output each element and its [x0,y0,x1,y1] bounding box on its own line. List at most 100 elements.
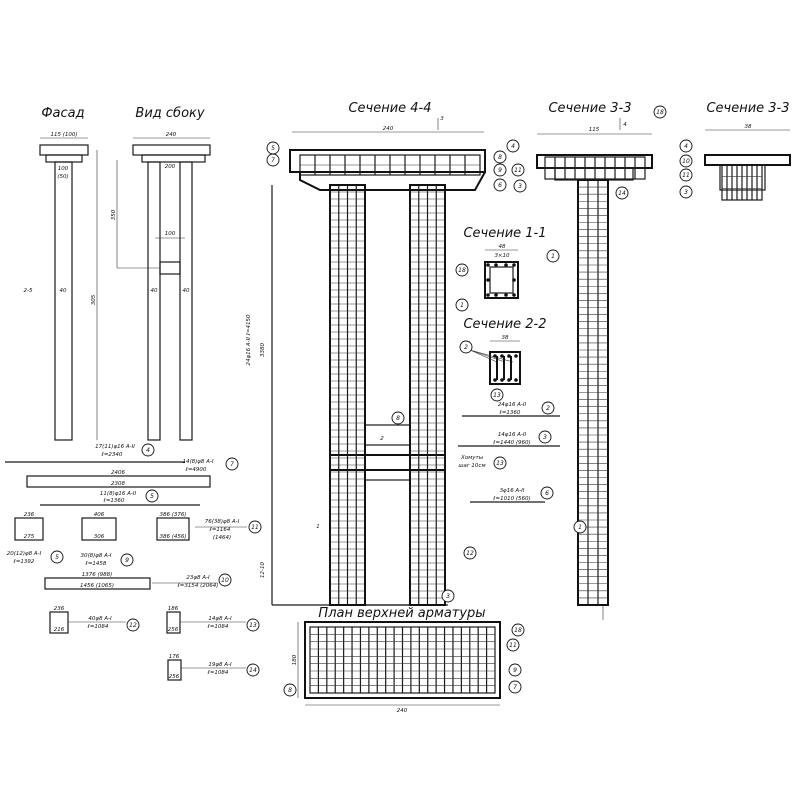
st12-bot-label: 216 [54,627,65,633]
position-marker: 8 [283,683,297,697]
marker-number: 8 [396,415,400,422]
marker-number: 14 [249,667,257,674]
marker-circle [541,401,555,415]
c5-a-label: 11(8)φ16 A-II [100,491,137,497]
position-marker: 9 [508,663,522,677]
c14-b-label: ℓ=1084 [207,670,229,676]
marker-circle [679,154,693,168]
facade-section-label: 2-5 [24,288,33,294]
marker-circle [490,388,504,402]
marker-number: 3 [518,183,522,190]
position-marker: 5 [50,550,64,564]
c14-a-label: 19φ8 A-I [208,662,232,668]
position-marker: 14 [615,186,629,200]
section-1-1-label: Сечение 1-1 [463,226,546,241]
position-marker: 8 [391,411,405,425]
st14-bot-label: 256 [169,674,180,680]
marker-number: 14 [618,190,626,197]
position-marker: 8 [493,150,507,164]
marker-number: 5 [271,145,275,152]
marker-circle [679,139,693,153]
marker-circle [506,638,520,652]
marker-number: 2 [546,405,550,412]
position-marker: 1 [455,298,469,312]
c6-a-label: 3φ16 A-II [500,488,525,494]
c5-b-label: ℓ=1360 [103,498,125,504]
position-marker: 18 [511,623,525,637]
s44-width-label: 240 [383,126,394,132]
position-marker: 10 [218,573,232,587]
side-view-label: Вид сбоку [135,106,204,121]
rebar-dot [514,378,518,382]
facade-col2-label: (50) [57,174,68,180]
marker-circle [459,340,473,354]
marker-number: 10 [682,158,690,165]
c5s-a-label: 20(12)φ8 A-I [7,551,42,557]
marker-circle [248,520,262,534]
rebar-dot [494,263,498,267]
rebar-dot [507,378,511,382]
position-marker: 7 [225,457,239,471]
rebar-dot [514,354,518,358]
c13-a-label: 14φ8 A-I [208,616,232,622]
marker-number: 5 [55,554,59,561]
facade-label: Фасад [41,106,84,121]
c11-c-label: (1464) [213,535,231,541]
position-marker: 6 [493,178,507,192]
rebar-dot [512,293,516,297]
st14-top-label: 176 [169,654,180,660]
st-b-bot-label: 306 [94,534,105,540]
position-marker: 1 [546,249,560,263]
marker-circle [218,573,232,587]
position-marker: 11 [679,168,693,182]
marker-circle [573,520,587,534]
rebar-dot [500,378,504,382]
marker-number: 11 [509,642,517,649]
bar-2308-label: 2308 [111,481,125,487]
marker-circle [141,443,155,457]
marker-circle [546,249,560,263]
marker-circle [513,179,527,193]
position-marker: 11 [248,520,262,534]
position-marker: 7 [508,680,522,694]
position-marker: 12 [126,618,140,632]
position-marker: 14 [246,663,260,677]
marker-circle [493,456,507,470]
position-marker: 3 [538,430,552,444]
callout-lines [5,415,560,681]
s44-height-label: 3380 [260,343,266,357]
marker-number: 1 [460,302,464,309]
marker-circle [266,153,280,167]
c9-b-label: ℓ=1458 [85,561,107,567]
position-marker: 9 [120,553,134,567]
position-marker: 13 [246,618,260,632]
c7-b-label: ℓ=4900 [185,467,207,473]
st-a-bot-label: 275 [24,534,35,540]
plan-rebar-mesh [309,626,496,694]
plan-height-label: 180 [292,654,298,665]
marker-number: 4 [511,143,515,150]
c6-b-label: ℓ=1010 (560) [492,496,530,502]
c3-a-label: 14φ16 A-II [498,432,527,438]
marker-circle [493,163,507,177]
st-c-top-label: 386 (376) [159,512,186,518]
s44-bottom-label: 12-10 [260,562,266,578]
c10-a-label: 23φ8 A-I [186,575,210,581]
bar-2406-label: 2406 [111,470,125,476]
c4-a-label: 17(11)φ16 A-II [95,444,135,450]
marker-circle [493,150,507,164]
column-right-rebar [409,184,446,606]
c3-b-label: ℓ=1440 (960) [492,440,530,446]
c13h-b-label: шаг 10см [458,463,485,469]
marker-circle [653,105,667,119]
marker-number: 1 [578,524,582,531]
marker-circle [120,553,134,567]
marker-number: 7 [513,684,517,691]
section-4-4-label: Сечение 4-4 [348,101,431,116]
facade-col-label: 100 [58,166,69,172]
side-inner-label: 200 [165,164,176,170]
side-col-a-label: 40 [151,288,158,294]
position-marker: 2 [459,340,473,354]
marker-circle [455,263,469,277]
column-left-rebar [329,184,366,606]
